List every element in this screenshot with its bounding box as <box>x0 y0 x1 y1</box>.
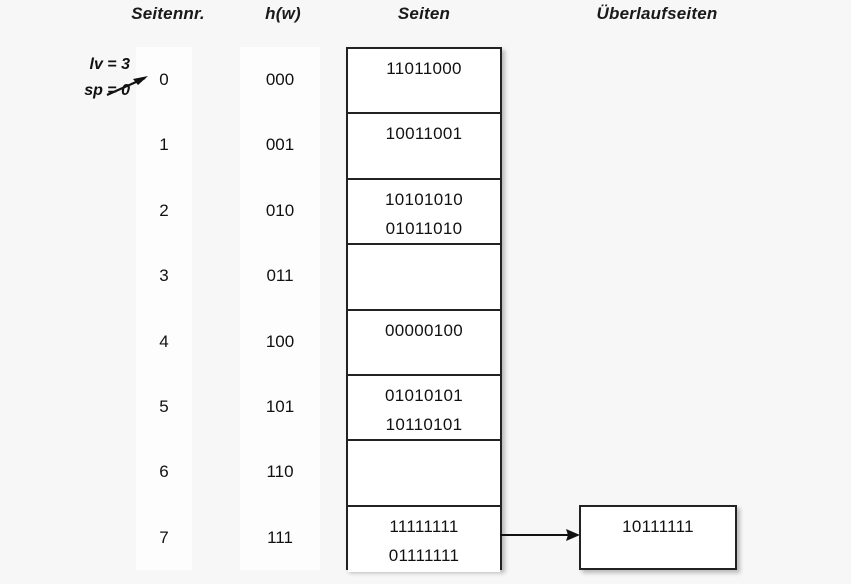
page-entry-value: 10011001 <box>385 124 463 144</box>
page-entry-value: 10101010 <box>384 189 464 209</box>
cell-hw-2: 010 <box>265 200 295 220</box>
cell-hw-1: 001 <box>265 135 295 155</box>
page-row <box>348 441 500 507</box>
cell-seitennr-6: 6 <box>159 462 169 482</box>
page-entry-value: 10110101 <box>385 414 463 434</box>
column-header-ueberlaufseiten: Überlaufseiten <box>596 4 718 23</box>
page-row: 11011000 <box>348 49 500 115</box>
page-entry-value: 01111111 <box>388 545 460 565</box>
overflow-page-value: 10111111 <box>622 517 694 536</box>
page-row: 00000100 <box>348 310 500 376</box>
page-entry-value: 11111111 <box>389 516 459 536</box>
page-row <box>348 245 500 311</box>
page-row: 10011001 <box>348 114 500 180</box>
cell-hw-7: 111 <box>267 527 293 547</box>
annotation-sp: sp = 0 <box>84 82 130 99</box>
pages-table: 11011000 10011001 10101010 01011010 00000100… <box>346 47 502 572</box>
column-header-seiten: Seiten <box>397 4 451 23</box>
cell-seitennr-7: 7 <box>159 527 169 547</box>
arrow-up-right-icon <box>106 76 148 97</box>
parameter-annotation: lv = 3 sp = 0 <box>30 52 130 104</box>
page-entry-value: 00000100 <box>384 320 464 340</box>
column-header-hw: h(w) <box>265 4 301 23</box>
page-row: 11111111 01111111 <box>348 506 500 572</box>
page-row: 01010101 10110101 <box>348 375 500 442</box>
cell-hw-3: 011 <box>266 266 294 286</box>
cell-hw-6: 110 <box>266 462 294 482</box>
cell-seitennr-4: 4 <box>159 331 169 351</box>
column-strip-hw <box>240 47 320 570</box>
page-entry-value: 01011010 <box>385 218 463 238</box>
page-row: 10101010 01011010 <box>348 179 500 246</box>
cell-hw-5: 101 <box>265 396 295 416</box>
cell-seitennr-1: 1 <box>159 135 169 155</box>
cell-hw-4: 100 <box>265 331 295 351</box>
cell-hw-0: 000 <box>265 70 295 89</box>
column-header-seitennr: Seitennr. <box>131 4 205 23</box>
annotation-lv: lv = 3 <box>89 56 130 73</box>
page-entry-value: 11011000 <box>386 59 462 78</box>
cell-seitennr-0: 0 <box>159 70 169 89</box>
page-entry-value: 01010101 <box>384 385 464 405</box>
cell-seitennr-5: 5 <box>159 396 169 416</box>
arrow-right-icon <box>500 529 580 541</box>
overflow-page-box: 10111111 <box>579 505 737 570</box>
cell-seitennr-2: 2 <box>159 200 169 220</box>
column-strip-seitennr <box>136 47 192 570</box>
cell-seitennr-3: 3 <box>159 266 169 286</box>
